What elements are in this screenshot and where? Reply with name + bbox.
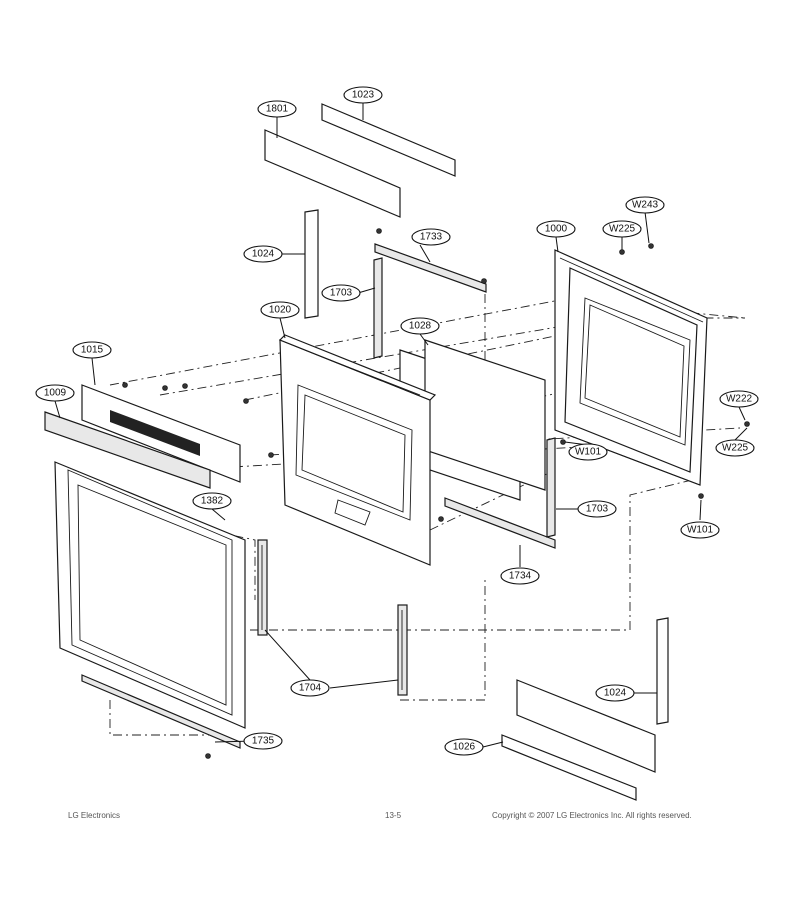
callout-1703-upper: 1703	[321, 284, 361, 302]
part-1024-lower-strip	[656, 617, 669, 725]
callout-label: 1801	[266, 104, 289, 115]
part-1020-inner-door	[278, 334, 437, 566]
callout-w225-top: W225	[602, 220, 642, 238]
footer-page-number: 13-5	[385, 811, 402, 820]
screw-icon	[162, 385, 168, 391]
callout-1704: 1704	[290, 679, 330, 697]
part-1028-glass-panels	[399, 339, 546, 501]
part-1009-door-handle	[44, 411, 211, 489]
callout-label: 1015	[81, 345, 104, 356]
part-1024-lower-panel	[516, 679, 656, 773]
callout-1028: 1028	[400, 317, 440, 335]
callout-1024-upper: 1024	[243, 245, 283, 263]
part-1024-side-strip	[304, 209, 319, 319]
part-1704-hinge-right	[397, 604, 408, 696]
callout-1023: 1023	[343, 86, 383, 104]
screw-icon	[619, 249, 625, 255]
callout-label: W243	[632, 200, 659, 211]
screw-icon	[182, 383, 188, 389]
callout-label: 1024	[252, 249, 275, 260]
callout-1703-lower: 1703	[577, 500, 617, 518]
screw-icon	[744, 421, 750, 427]
callout-w243: W243	[625, 196, 665, 214]
callout-label: W101	[687, 525, 714, 536]
footer-left: LG Electronics	[68, 811, 120, 820]
callout-1735: 1735	[243, 732, 283, 750]
callout-w101-bottom: W101	[680, 521, 720, 539]
callout-label: 1020	[269, 305, 292, 316]
screw-icon	[268, 452, 274, 458]
part-1704-hinge-left	[257, 539, 268, 636]
callout-label: 1382	[201, 496, 224, 507]
callout-label: 1000	[545, 224, 568, 235]
callout-1734: 1734	[500, 567, 540, 585]
callout-1000: 1000	[536, 220, 576, 238]
callout-1024-lower: 1024	[595, 684, 635, 702]
callout-1020: 1020	[260, 301, 300, 319]
callout-label: 1735	[252, 736, 275, 747]
callout-1015: 1015	[72, 341, 112, 359]
footer-copyright: Copyright © 2007 LG Electronics Inc. All…	[492, 811, 692, 820]
callout-label: 1703	[330, 288, 353, 299]
callout-1733: 1733	[411, 228, 451, 246]
callout-w101-left: W101	[568, 443, 608, 461]
screw-icon	[481, 278, 487, 284]
callout-label: 1028	[409, 321, 432, 332]
part-1023-top-strip	[321, 103, 456, 177]
callout-1009: 1009	[35, 384, 75, 402]
callout-1382: 1382	[192, 492, 232, 510]
callout-label: 1703	[586, 504, 609, 515]
callout-label: 1734	[509, 571, 532, 582]
callout-w225-right: W225	[715, 439, 755, 457]
screw-icon	[205, 753, 211, 759]
callout-label: W225	[609, 224, 636, 235]
screw-icon	[376, 228, 382, 234]
part-1703-side-seal	[373, 257, 383, 359]
callout-label: 1023	[352, 90, 375, 101]
callout-1026: 1026	[444, 738, 484, 756]
callout-1801: 1801	[257, 100, 297, 118]
screw-icon	[122, 382, 128, 388]
callout-label: 1009	[44, 388, 67, 399]
part-1733-top-seal	[374, 243, 487, 293]
part-1735-bottom-trim	[81, 674, 241, 749]
screw-icon	[243, 398, 249, 404]
screw-icon	[438, 516, 444, 522]
screw-icon	[648, 243, 654, 249]
callout-label: W225	[722, 443, 749, 454]
callout-label: 1024	[604, 688, 627, 699]
screw-icon	[560, 439, 566, 445]
callout-label: W101	[575, 447, 602, 458]
callout-label: W222	[726, 394, 753, 405]
part-1734-bottom-seal	[444, 497, 556, 549]
callout-w222: W222	[719, 390, 759, 408]
callout-label: 1026	[453, 742, 476, 753]
part-1015-vent-panel	[81, 384, 241, 483]
screw-icon	[698, 493, 704, 499]
part-1801-top-panel	[264, 129, 401, 218]
part-1382-outer-door-glass	[54, 461, 246, 729]
callout-label: 1733	[420, 232, 443, 243]
part-1000-rear-door-frame	[554, 249, 708, 486]
callout-label: 1704	[299, 683, 322, 694]
part-1703-side-seal-right	[546, 437, 556, 538]
